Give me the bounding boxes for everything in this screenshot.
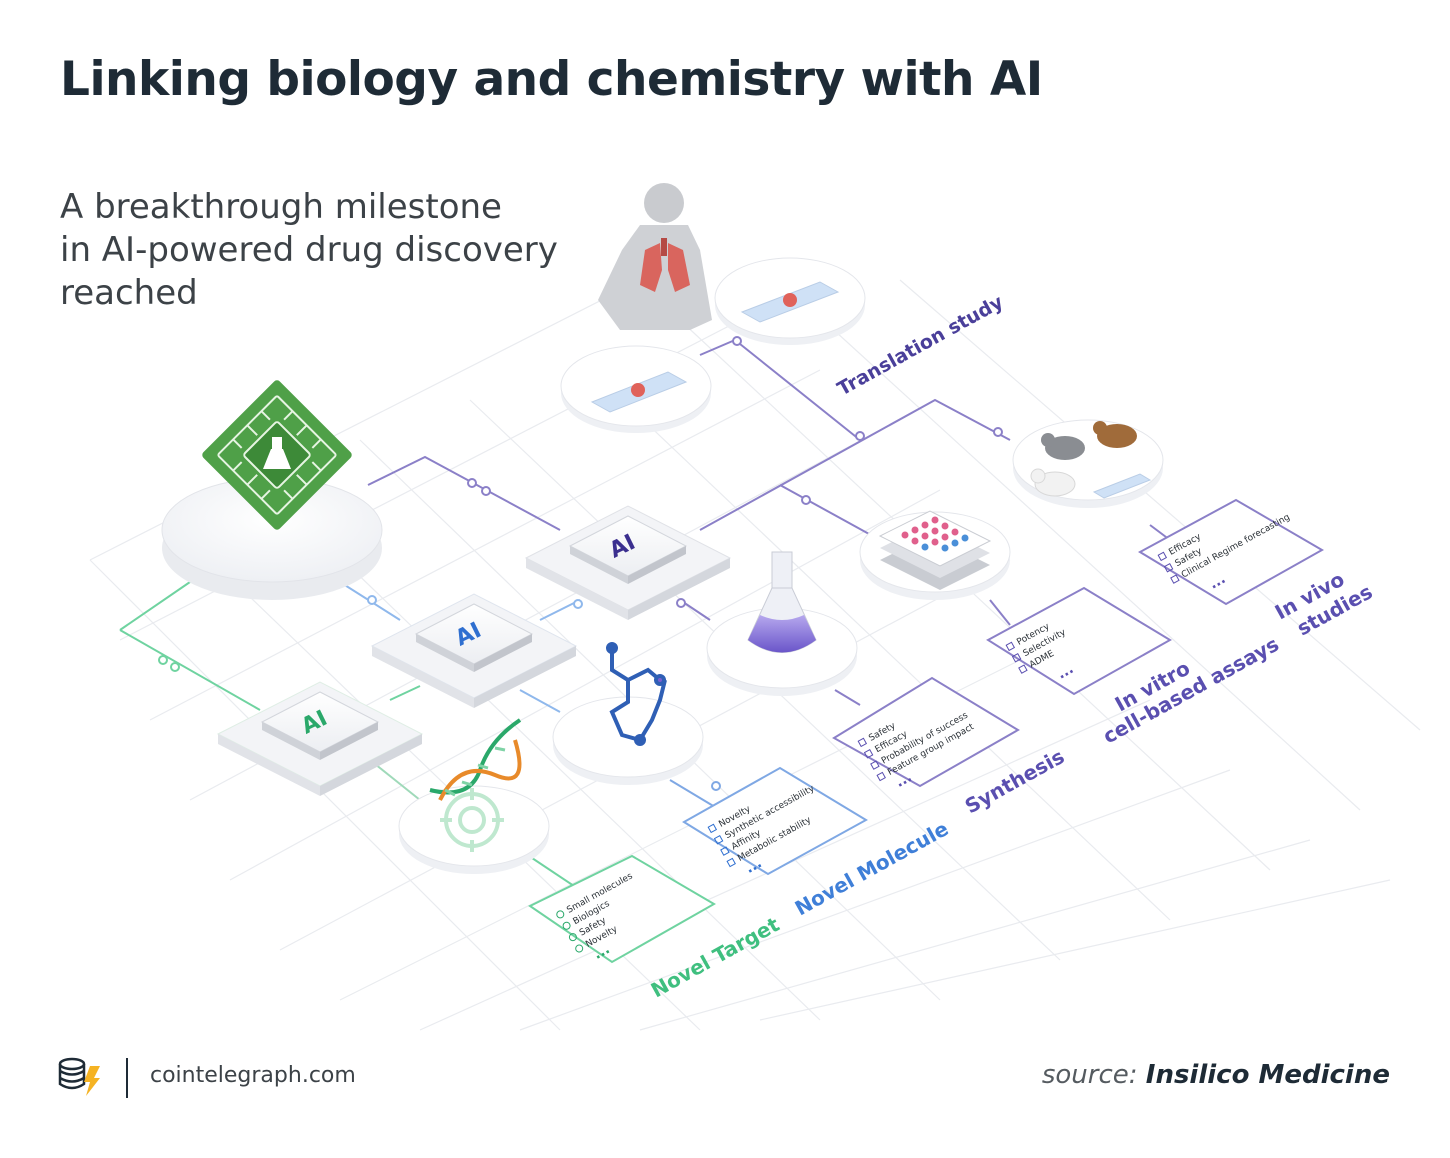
in-vivo-disc bbox=[1012, 419, 1164, 508]
subtitle: A breakthrough milestone in AI-powered d… bbox=[60, 186, 558, 315]
card-ellipsis: ... bbox=[1055, 661, 1077, 683]
flask-icon bbox=[747, 551, 817, 653]
human-lungs-icon bbox=[598, 183, 712, 330]
footer-divider bbox=[126, 1058, 128, 1098]
ai-chip-middle: AI bbox=[370, 593, 578, 708]
source-name: Insilico Medicine bbox=[1145, 1060, 1390, 1090]
subtitle-line-3: reached bbox=[60, 273, 198, 313]
molecule-icon bbox=[606, 642, 667, 746]
cointelegraph-logo-icon bbox=[58, 1057, 100, 1096]
novel-molecule-disc bbox=[552, 642, 704, 785]
card-ellipsis: ... bbox=[893, 769, 915, 791]
ai-chip-bottom: AI bbox=[216, 681, 424, 796]
well-plate-icon bbox=[878, 510, 992, 590]
slide-icon bbox=[590, 371, 688, 413]
in-vitro-card: Potency Selectivity ADME ... bbox=[986, 586, 1172, 696]
novel-target-card: Small molecules Biologics Safety Novelty… bbox=[528, 854, 717, 964]
subtitle-line-1: A breakthrough milestone bbox=[60, 187, 502, 227]
footer-source: source: Insilico Medicine bbox=[1042, 1060, 1390, 1090]
novel-molecule-card: Novelty Synthetic accessibility Affinity… bbox=[682, 766, 868, 877]
connector-dots bbox=[158, 336, 1003, 791]
ai-platform-disc bbox=[161, 477, 383, 600]
translation-disc-bottom bbox=[560, 345, 712, 433]
translation-disc-top bbox=[714, 257, 866, 345]
circuit-flask-icon bbox=[202, 380, 352, 530]
footer-site: cointelegraph.com bbox=[150, 1063, 356, 1088]
card-ellipsis: ... bbox=[743, 855, 765, 877]
synthesis-card: Safety Efficacy Probability of success F… bbox=[832, 676, 1020, 791]
dna-icon bbox=[429, 718, 522, 801]
target-reticle-icon bbox=[440, 788, 504, 852]
novel-target-disc bbox=[398, 718, 550, 874]
subtitle-line-2: in AI-powered drug discovery bbox=[60, 230, 558, 270]
drug-discovery-diagram: AI AI AI Small molecules Biologics Safet… bbox=[89, 183, 1421, 1031]
synthesis-label: Synthesis bbox=[961, 744, 1069, 818]
synthesis-disc bbox=[706, 551, 858, 696]
page-title: Linking biology and chemistry with AI bbox=[60, 52, 1043, 107]
slide-icon bbox=[740, 281, 840, 323]
mice-icon bbox=[1030, 421, 1152, 499]
card-ellipsis: ... bbox=[1207, 571, 1229, 593]
source-prefix: source: bbox=[1041, 1060, 1138, 1090]
ai-chip-top: AI bbox=[524, 505, 732, 620]
in-vivo-card: Efficacy Safety Clinical Regime forecast… bbox=[1137, 498, 1325, 606]
in-vitro-disc bbox=[859, 510, 1011, 600]
card-ellipsis: ... bbox=[591, 941, 613, 963]
